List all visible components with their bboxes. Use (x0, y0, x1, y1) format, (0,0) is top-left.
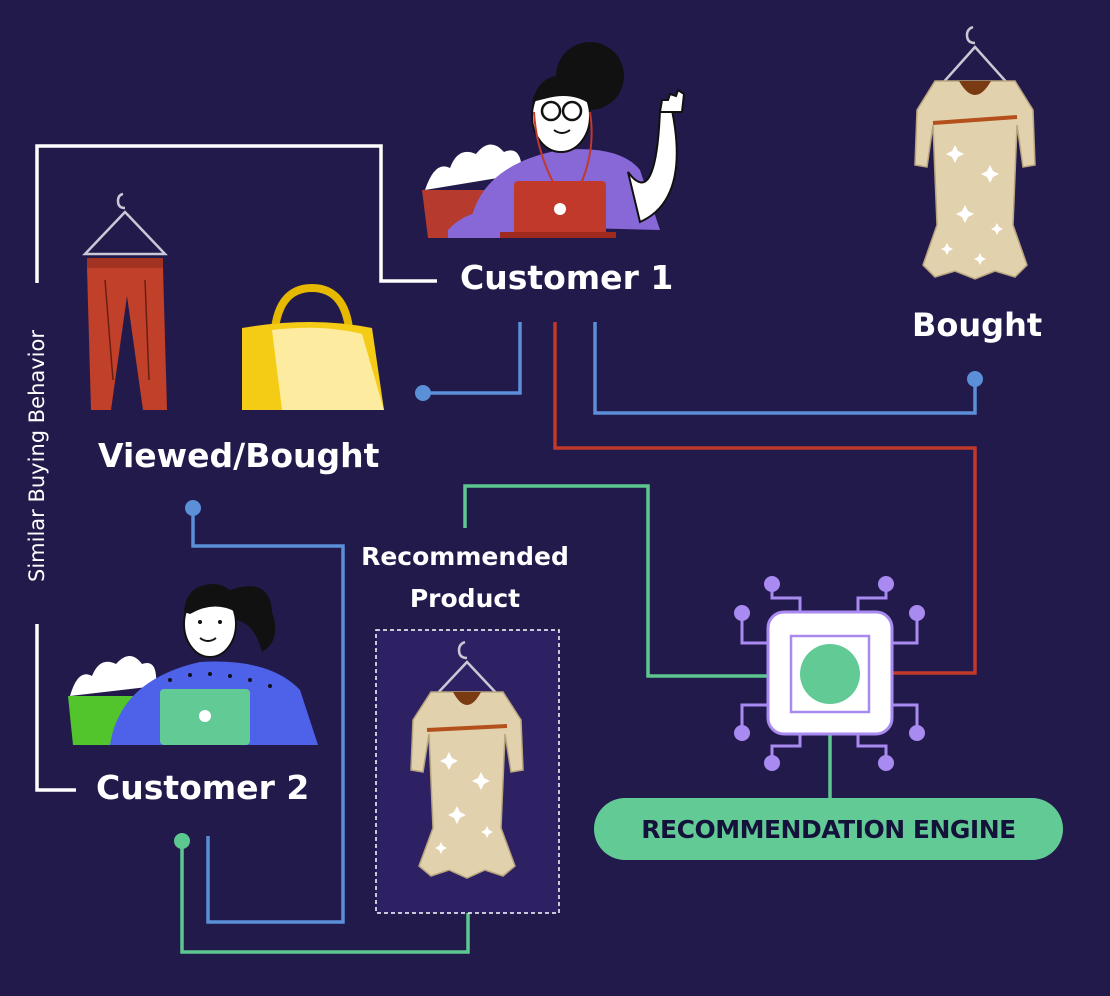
pants-on-hanger-icon (82, 192, 168, 410)
dress-on-hanger-icon (914, 25, 1036, 280)
recommendation-engine-label: RECOMMENDATION ENGINE (641, 814, 1016, 844)
connector-lines (35, 144, 977, 954)
blue-line-to-handbag (424, 322, 522, 395)
green-line-engine-to-product (463, 484, 800, 678)
handbag-icon (242, 283, 384, 410)
blue-line-customer2-viewed (191, 508, 345, 924)
white-line-customer1 (35, 144, 437, 283)
customer2-label: Customer 2 (96, 768, 310, 807)
recommended-product-label: Recommended Product (361, 542, 569, 613)
bought-label: Bought (912, 306, 1043, 344)
engine-core (800, 644, 860, 704)
blue-line-to-bought-dress (593, 322, 977, 415)
recommended-dress-icon (410, 640, 524, 879)
customer1-illustration (422, 42, 686, 238)
white-line-customer2 (35, 624, 76, 792)
dot-viewed (185, 500, 201, 516)
dot-bought (967, 371, 983, 387)
dot-customer2 (174, 833, 190, 849)
customer2-illustration (68, 584, 318, 745)
viewed-bought-label: Viewed/Bought (98, 436, 380, 475)
ai-chip-icon (734, 576, 925, 771)
green-line-product-to-customer2 (180, 842, 470, 954)
red-line-to-engine (553, 322, 977, 675)
customer1-label: Customer 1 (460, 258, 674, 297)
similar-buying-behavior-label: Similar Buying Behavior (25, 329, 49, 583)
dot-handbag (415, 385, 431, 401)
recommendation-engine-pill: RECOMMENDATION ENGINE (594, 798, 1063, 860)
